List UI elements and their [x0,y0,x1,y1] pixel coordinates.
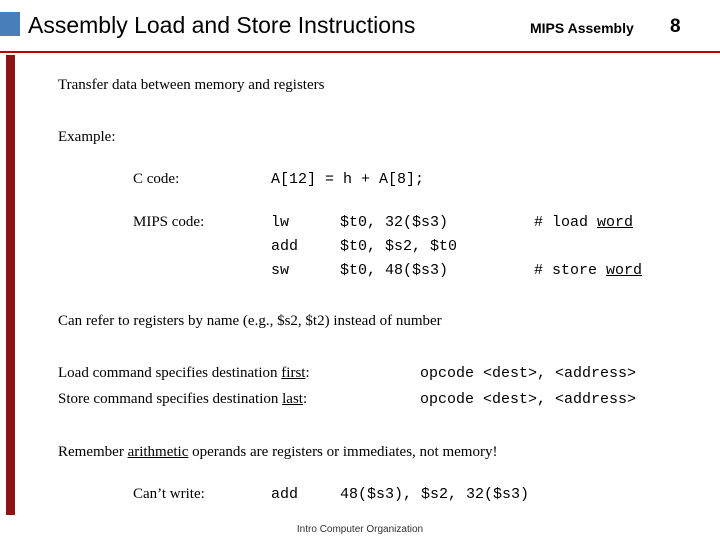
mips-comment-2-underline: word [606,262,643,279]
example-label: Example: [58,129,116,145]
load-command-line: Load command specifies destination first… [58,365,310,382]
mips-op-2: sw [271,262,290,279]
mips-comment-0: # load word [534,214,633,231]
store-command-underline: last [282,391,303,407]
store-command-pre: Store command specifies destination [58,391,283,407]
remember-pre: Remember [58,444,128,460]
remember-post: operands are registers or immediates, no… [188,444,498,460]
header-accent-square [0,12,20,36]
opcode-line-1: opcode <dest>, <address> [420,365,637,382]
mips-code-label: MIPS code: [133,214,205,230]
mips-args-2: $t0, 48($s3) [340,262,449,279]
left-accent-bar [6,55,15,515]
mips-comment-2-pre: # store [534,262,607,279]
remember-underline: arithmetic [127,444,189,460]
slide-header: Assembly Load and Store Instructions MIP… [0,0,720,53]
mips-args-1: $t0, $s2, $t0 [340,238,458,255]
intro-text: Transfer data between memory and registe… [58,77,325,93]
c-code-value: A[12] = h + A[8]; [271,171,425,188]
mips-comment-0-underline: word [597,214,634,231]
header-subject: MIPS Assembly [530,20,634,36]
mips-op-0: lw [271,214,290,231]
mips-comment-0-pre: # load [534,214,598,231]
remember-line: Remember arithmetic operands are registe… [58,444,497,461]
refer-note: Can refer to registers by name (e.g., $s… [58,313,442,329]
store-command-post: : [302,391,308,407]
cant-write-label: Can’t write: [133,486,205,502]
slide-number: 8 [670,16,681,37]
cant-write-op: add [271,486,299,503]
mips-op-1: add [271,238,299,255]
mips-comment-2: # store word [534,262,642,279]
mips-args-0: $t0, 32($s3) [340,214,449,231]
opcode-line-2: opcode <dest>, <address> [420,391,637,408]
header-divider [0,51,720,53]
cant-write-args: 48($s3), $s2, 32($s3) [340,486,530,503]
page-title: Assembly Load and Store Instructions [28,12,416,38]
load-command-underline: first [281,365,306,381]
c-code-label: C code: [133,171,180,187]
store-command-line: Store command specifies destination last… [58,391,307,408]
load-command-pre: Load command specifies destination [58,365,282,381]
slide-footer: Intro Computer Organization [296,524,424,535]
load-command-post: : [305,365,310,381]
